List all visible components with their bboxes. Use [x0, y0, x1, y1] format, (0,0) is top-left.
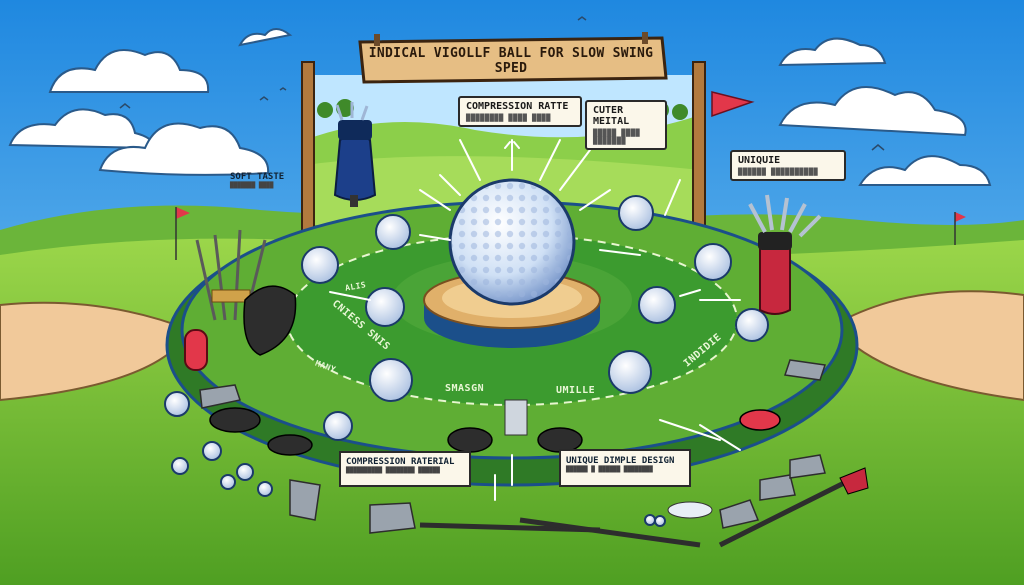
- cover-material-card: CUTER MEITAL █████ ████ ███████: [585, 100, 667, 150]
- soft-taste-tag: SOFT TASTE ███████ ████: [230, 172, 284, 189]
- clouds: [8, 28, 992, 186]
- compression-rate-card: COMPRESSION RATTE ████████ ████ ████: [458, 96, 582, 127]
- unique-title: UNIQUIE: [738, 155, 781, 166]
- soft-taste-title: SOFT TASTE: [230, 172, 285, 182]
- golf-bag-right: [748, 194, 822, 315]
- compression-material-title: COMPRESSION RATERIAL: [346, 457, 455, 467]
- ring-label-bottom2: UMILLE: [556, 385, 596, 396]
- compression-rate-title: COMPRESSION RATTE: [466, 101, 569, 112]
- soft-taste-sub: ███████ ████: [230, 182, 274, 189]
- sign-title: INDICAL VIGOLLF BALL FOR SLOW SWING SPED: [368, 46, 654, 76]
- compression-material-card: COMPRESSION RATERIAL ██████████ ████████…: [346, 457, 468, 474]
- compression-material-sub: ██████████ ████████ ██████: [346, 467, 440, 474]
- unique-card: UNIQUIE ██████ ██████████: [730, 150, 846, 181]
- dimple-design-sub: ██████ █ ██████ ████████: [566, 466, 653, 473]
- dimple-design-title: UNIQUE DIMPLE DESIGN: [566, 456, 675, 466]
- cover-material-sub: █████ ████ ███████: [593, 129, 641, 145]
- compression-rate-sub: ████████ ████ ████: [466, 114, 551, 122]
- dimple-design-card: UNIQUE DIMPLE DESIGN ██████ █ ██████ ███…: [566, 456, 688, 473]
- unique-sub: ██████ ██████████: [738, 168, 819, 176]
- golf-bag-left: [333, 102, 377, 207]
- cover-material-title: CUTER MEITAL: [593, 105, 630, 127]
- ring-label-bottom1: SMASGN: [445, 383, 485, 394]
